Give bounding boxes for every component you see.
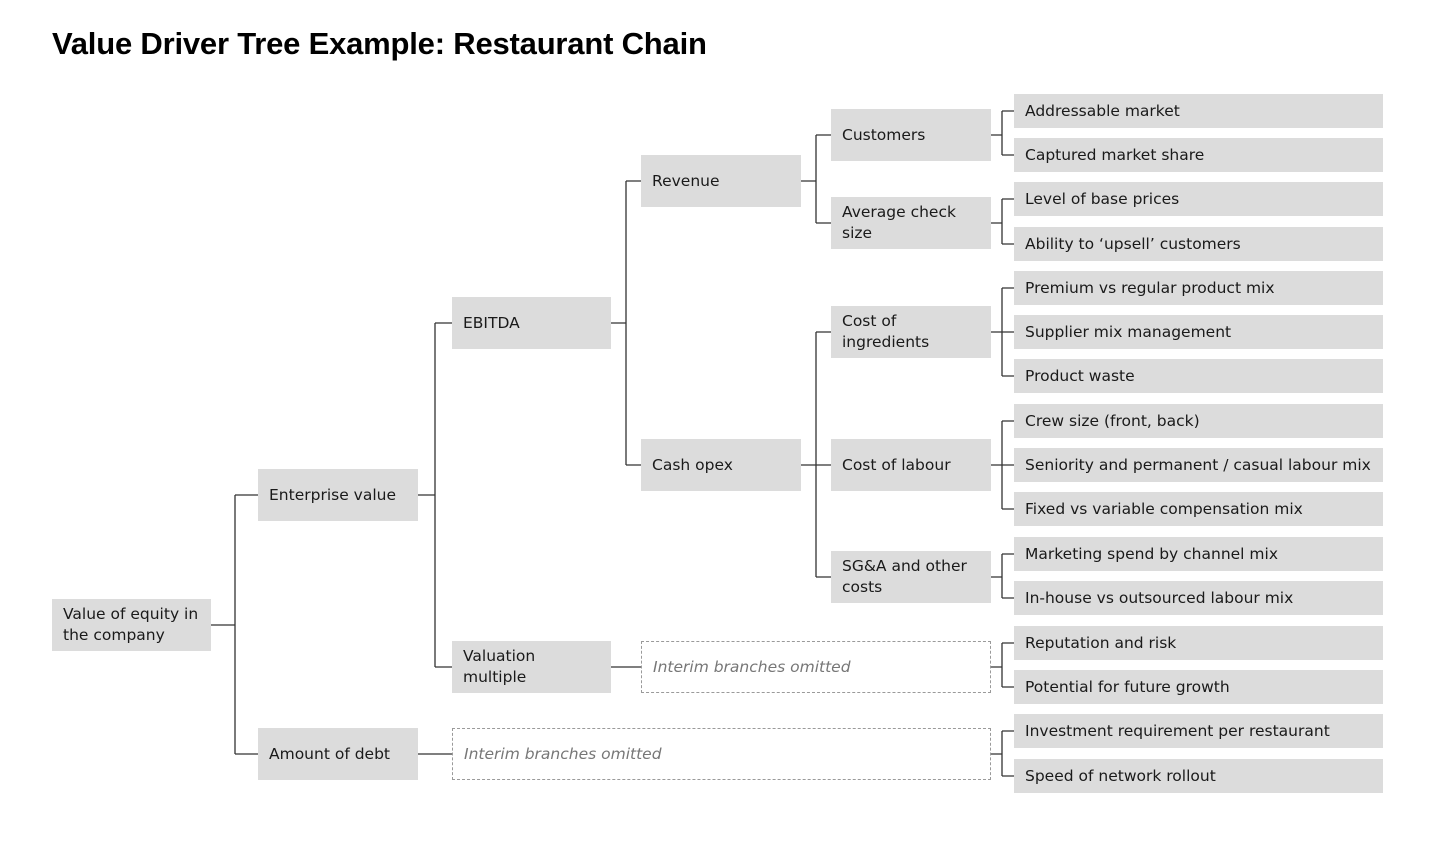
leaf-driver: Crew size (front, back): [1014, 404, 1383, 438]
leaf-driver: Supplier mix management: [1014, 315, 1383, 349]
node-sga-other-costs: SG&A and other costs: [831, 551, 991, 603]
leaf-driver: Reputation and risk: [1014, 626, 1383, 660]
leaf-driver: Investment requirement per restaurant: [1014, 714, 1383, 748]
node-valuation-multiple: Valuation multiple: [452, 641, 611, 693]
node-revenue: Revenue: [641, 155, 801, 207]
leaf-driver: In-house vs outsourced labour mix: [1014, 581, 1383, 615]
leaf-driver: Marketing spend by channel mix: [1014, 537, 1383, 571]
leaf-driver: Level of base prices: [1014, 182, 1383, 216]
leaf-driver: Fixed vs variable compensation mix: [1014, 492, 1383, 526]
leaf-driver: Potential for future growth: [1014, 670, 1383, 704]
node-cost-of-labour: Cost of labour: [831, 439, 991, 491]
leaf-driver: Ability to ‘upsell’ customers: [1014, 227, 1383, 261]
leaf-driver: Speed of network rollout: [1014, 759, 1383, 793]
leaf-driver: Premium vs regular product mix: [1014, 271, 1383, 305]
node-enterprise-value: Enterprise value: [258, 469, 418, 521]
page-title: Value Driver Tree Example: Restaurant Ch…: [52, 26, 707, 61]
leaf-driver: Captured market share: [1014, 138, 1383, 172]
node-value-of-equity: Value of equity in the company: [52, 599, 211, 651]
node-cash-opex: Cash opex: [641, 439, 801, 491]
leaf-driver: Product waste: [1014, 359, 1383, 393]
leaf-driver: Seniority and permanent / casual labour …: [1014, 448, 1383, 482]
node-cost-of-ingredients: Cost of ingredients: [831, 306, 991, 358]
node-interim-branches-debt: Interim branches omitted: [452, 728, 991, 780]
node-average-check-size: Average check size: [831, 197, 991, 249]
node-amount-of-debt: Amount of debt: [258, 728, 418, 780]
node-customers: Customers: [831, 109, 991, 161]
node-ebitda: EBITDA: [452, 297, 611, 349]
leaf-driver: Addressable market: [1014, 94, 1383, 128]
node-interim-branches-multiple: Interim branches omitted: [641, 641, 991, 693]
